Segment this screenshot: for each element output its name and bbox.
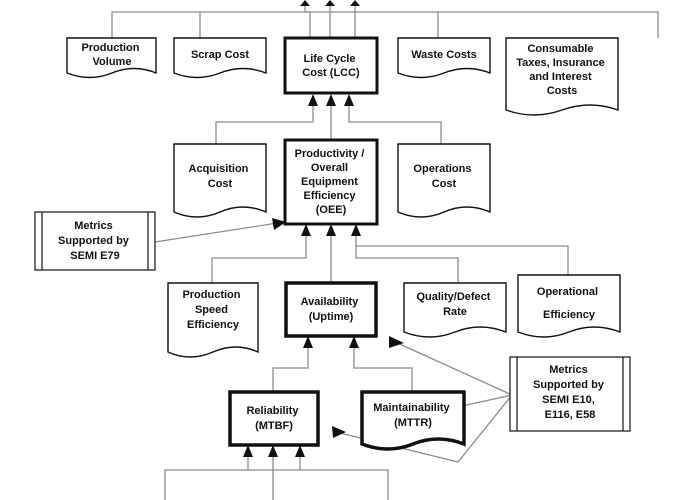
availability-label: Availability (Uptime) bbox=[301, 296, 362, 323]
maintainability-label: Maintainability (MTTR) bbox=[373, 402, 452, 429]
node-availability: Availability (Uptime) bbox=[284, 281, 378, 338]
connector-top-bus-center bbox=[199, 12, 439, 38]
connector-operations-lcc bbox=[348, 102, 442, 144]
arrowhead-e10-availability bbox=[389, 336, 404, 348]
scrap-cost-label: Scrap Cost bbox=[191, 49, 249, 61]
metrics-semi-e79-label: Metrics Supported by SEMI E79 bbox=[58, 220, 132, 262]
node-acquisition-cost: Acquisition Cost bbox=[173, 143, 267, 218]
arrowhead-top-mid bbox=[325, 0, 335, 6]
node-waste-costs: Waste Costs bbox=[397, 37, 491, 79]
node-consumable-costs: Consumable Taxes, Insurance and Interest… bbox=[505, 37, 619, 116]
arrowhead-lcc-right bbox=[344, 94, 354, 106]
node-life-cycle-cost: Life Cycle Cost (LCC) bbox=[283, 36, 379, 95]
quality-defect-rate-label: Quality/Defect Rate bbox=[416, 291, 493, 318]
connector-speed-oee bbox=[211, 232, 307, 283]
node-reliability: Reliability (MTBF) bbox=[228, 390, 320, 447]
node-quality-defect-rate: Quality/Defect Rate bbox=[403, 282, 507, 338]
node-production-speed-efficiency: Production Speed Efficiency bbox=[167, 282, 259, 358]
connector-acquisition-lcc bbox=[215, 102, 314, 144]
arrowhead-availability-right bbox=[349, 336, 359, 348]
callout-metrics-semi-e79: Metrics Supported by SEMI E79 bbox=[34, 211, 156, 271]
arrowhead-oee-left bbox=[301, 224, 311, 236]
node-scrap-cost: Scrap Cost bbox=[173, 37, 267, 79]
arrowheads bbox=[243, 0, 464, 457]
node-production-volume: Production Volume bbox=[66, 37, 157, 79]
pointer-e79-oee bbox=[154, 221, 285, 243]
node-maintainability: Maintainability (MTTR) bbox=[360, 390, 466, 451]
arrowhead-oee-mid bbox=[326, 224, 336, 236]
arrowhead-e79-oee bbox=[272, 218, 286, 230]
arrowhead-reliability-left bbox=[243, 445, 253, 457]
acquisition-cost-label: Acquisition Cost bbox=[189, 163, 252, 190]
waste-costs-label: Waste Costs bbox=[411, 49, 477, 61]
connector-maintainability-availability bbox=[353, 343, 413, 392]
node-operations-cost: Operations Cost bbox=[397, 143, 491, 218]
life-cycle-cost-label: Life Cycle Cost (LCC) bbox=[302, 53, 360, 79]
arrowhead-top-left bbox=[300, 0, 310, 6]
arrowhead-top-right bbox=[350, 0, 360, 6]
connector-top-bus bbox=[111, 11, 659, 38]
metrics-semi-e10-label: Metrics Supported by SEMI E10, E116, E58 bbox=[533, 364, 607, 421]
connector-reliability-availability bbox=[272, 343, 309, 392]
production-speed-efficiency-label: Production Speed Efficiency bbox=[182, 289, 243, 331]
connector-lcc-up-left bbox=[304, 4, 311, 38]
pointer-e10-availability bbox=[392, 340, 513, 396]
reliability-label: Reliability (MTBF) bbox=[246, 405, 301, 432]
connector-quality-oee bbox=[355, 232, 459, 283]
consumable-costs-label: Consumable Taxes, Insurance and Interest… bbox=[516, 43, 608, 97]
oee-label: Productivity / Overall Equipment Efficie… bbox=[295, 148, 368, 216]
node-oee: Productivity / Overall Equipment Efficie… bbox=[283, 138, 379, 226]
production-volume-label: Production Volume bbox=[81, 42, 142, 68]
connector-bottom-bus bbox=[164, 469, 389, 500]
operational-efficiency-label: Operational Efficiency bbox=[537, 286, 601, 321]
arrowhead-e10-reliability bbox=[332, 426, 346, 438]
connector-operational-oee bbox=[356, 245, 569, 275]
callout-metrics-semi-e10: Metrics Supported by SEMI E10, E116, E58 bbox=[509, 356, 631, 432]
arrowhead-reliability-right bbox=[295, 445, 305, 457]
node-operational-efficiency: Operational Efficiency bbox=[517, 274, 621, 338]
arrowhead-oee-right bbox=[351, 224, 361, 236]
operations-cost-label: Operations Cost bbox=[413, 163, 474, 190]
arrowhead-reliability-mid bbox=[268, 445, 278, 457]
arrowhead-lcc-left bbox=[308, 94, 318, 106]
pointer-e10-maintainability bbox=[461, 394, 513, 407]
arrowhead-availability-left bbox=[303, 336, 313, 348]
arrowhead-lcc-mid bbox=[326, 94, 336, 106]
